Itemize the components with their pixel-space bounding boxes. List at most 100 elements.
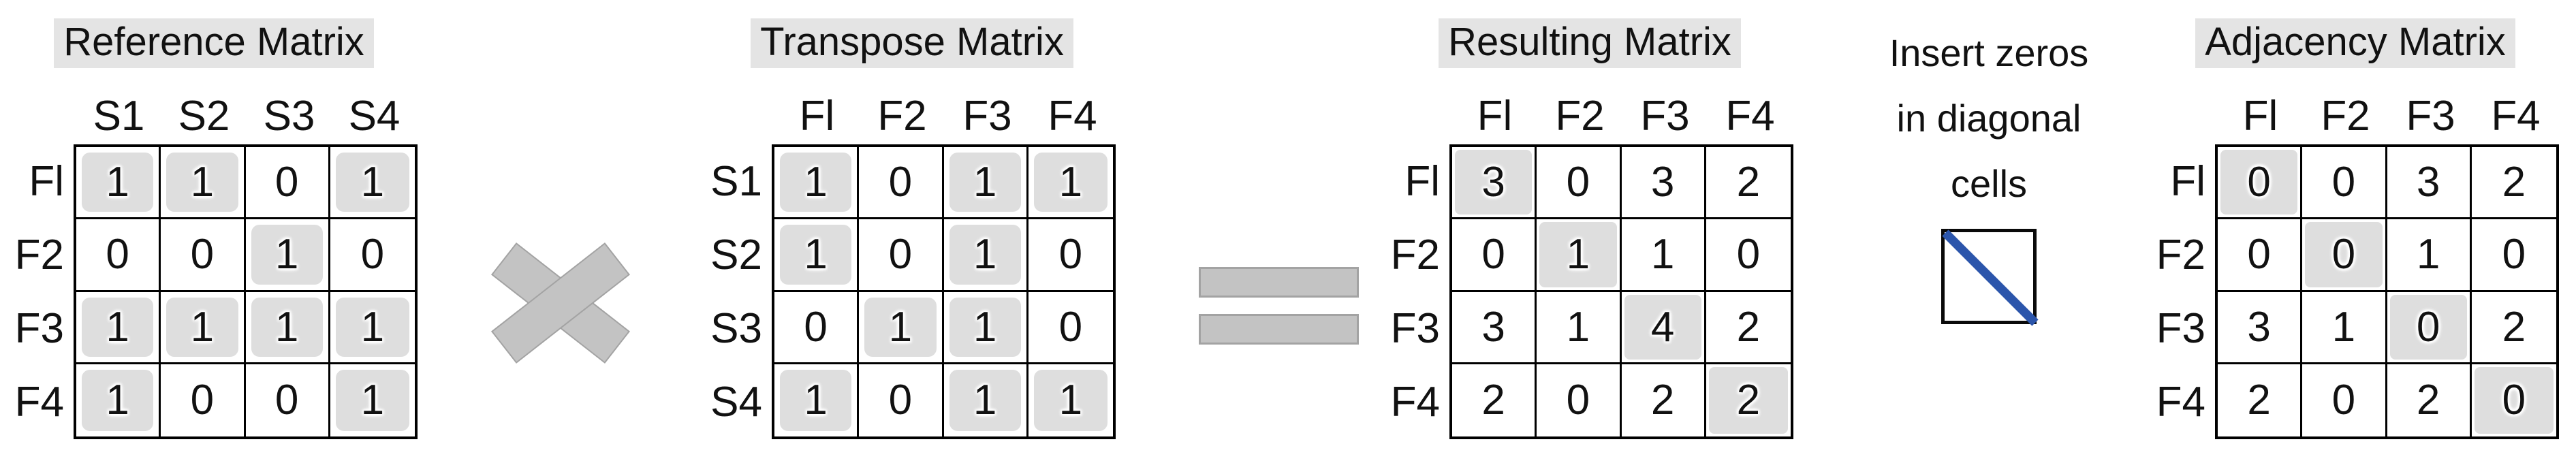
matrix-cell: 0 <box>1537 364 1622 436</box>
cell-value: 1 <box>804 231 828 279</box>
cell-highlight <box>2389 294 2467 360</box>
matrix-cell: 0 <box>774 291 860 364</box>
matrix-cell: 0 <box>1706 219 1791 292</box>
matrix-cell: 1 <box>943 219 1028 292</box>
row-header: F3 <box>2156 305 2205 353</box>
equals-bar-bottom <box>1199 314 1359 345</box>
matrix-cell: 0 <box>330 219 415 292</box>
note-line: in diagonal <box>1896 97 2082 140</box>
matrix-cell: 1 <box>1537 291 1622 364</box>
cell-value: 1 <box>1058 159 1083 206</box>
matrix-cell: 0 <box>2387 291 2472 364</box>
col-header: F4 <box>2491 93 2541 140</box>
cell-highlight <box>251 297 323 357</box>
col-header: F4 <box>1725 93 1775 140</box>
row-header: Fl <box>1404 157 1440 205</box>
row-header: F2 <box>1390 231 1440 279</box>
cell-value: 3 <box>1481 303 1505 351</box>
cell-value: 1 <box>274 303 299 351</box>
col-header: F3 <box>2406 93 2455 140</box>
cell-value: 0 <box>1566 159 1590 206</box>
cell-value: 1 <box>804 377 828 424</box>
cell-value: 1 <box>274 231 299 279</box>
cell-value: 0 <box>2331 159 2356 206</box>
cell-value: 0 <box>2247 231 2271 279</box>
diagonal-cell-icon <box>1941 229 2039 326</box>
matrix-cell: 0 <box>859 147 944 220</box>
matrix-cell: 2 <box>2471 147 2556 220</box>
row-header: F4 <box>1390 379 1440 426</box>
matrix-cell: 1 <box>2302 291 2387 364</box>
row-header: F4 <box>14 379 64 426</box>
cell-value: 0 <box>1736 231 1761 279</box>
cell-value: 1 <box>1566 231 1590 279</box>
cell-value: 2 <box>1481 377 1505 424</box>
matrix-cell: 0 <box>2302 364 2387 436</box>
matrix-cell: 1 <box>943 291 1028 364</box>
cell-value: 1 <box>973 159 997 206</box>
matrix-cell: 0 <box>1537 147 1622 220</box>
matrix-cell: 3 <box>2387 147 2472 220</box>
row-header: F4 <box>2156 379 2205 426</box>
cell-value: 1 <box>804 159 828 206</box>
cell-highlight <box>949 153 1021 212</box>
cell-value: 2 <box>1736 377 1761 424</box>
matrix-cell: 1 <box>76 147 161 220</box>
cell-highlight <box>166 297 238 357</box>
matrix-title-row: Transpose Matrix <box>704 15 1120 69</box>
matrix-cell: 2 <box>1622 364 1706 436</box>
cell-value: 2 <box>1736 159 1761 206</box>
cell-value: 0 <box>274 159 299 206</box>
cell-value: 2 <box>2502 303 2526 351</box>
note-line: cells <box>1950 162 2028 205</box>
cell-value: 1 <box>190 303 215 351</box>
col-header: F2 <box>2321 93 2370 140</box>
matrix-title: Transpose Matrix <box>751 18 1073 68</box>
matrix-cell: 1 <box>859 291 944 364</box>
matrix-cell: 1 <box>161 147 246 220</box>
matrix-cell: 1 <box>1621 219 1706 292</box>
diagonal-note: Insert zeros in diagonal cells <box>1805 20 2173 326</box>
matrix-cell: 1 <box>774 219 860 292</box>
cell-highlight <box>1708 366 1788 434</box>
matrix-cell: 2 <box>1706 147 1791 220</box>
cell-highlight <box>1033 153 1108 212</box>
matrix-cell: 1 <box>330 292 415 364</box>
matrix-cell: 0 <box>2472 364 2556 436</box>
row-header: F2 <box>14 231 64 279</box>
col-header: Fl <box>2242 93 2278 140</box>
cell-highlight <box>780 369 852 431</box>
cell-value: 1 <box>888 303 913 351</box>
cell-highlight <box>2220 150 2298 215</box>
cell-value: 1 <box>106 377 129 424</box>
col-header: S3 <box>263 93 315 140</box>
cell-highlight <box>780 153 852 212</box>
cell-highlight <box>82 153 154 212</box>
cell-value: 0 <box>2502 377 2526 424</box>
cell-highlight <box>166 153 238 212</box>
matrix-cell: 1 <box>944 364 1028 436</box>
cell-value: 1 <box>973 303 997 351</box>
cell-value: 3 <box>2416 159 2440 206</box>
row-header: F3 <box>14 305 64 353</box>
matrix-title: Resulting Matrix <box>1439 18 1741 68</box>
cell-value: 0 <box>2416 303 2440 351</box>
cell-value: 0 <box>106 231 129 279</box>
matrix-cell: 1 <box>330 147 415 220</box>
matrix-cell: 1 <box>1028 147 1113 220</box>
cell-value: 1 <box>360 377 385 424</box>
col-header: F3 <box>962 93 1012 140</box>
cell-highlight <box>1624 294 1701 360</box>
matrix-cell: 2 <box>2471 292 2556 364</box>
